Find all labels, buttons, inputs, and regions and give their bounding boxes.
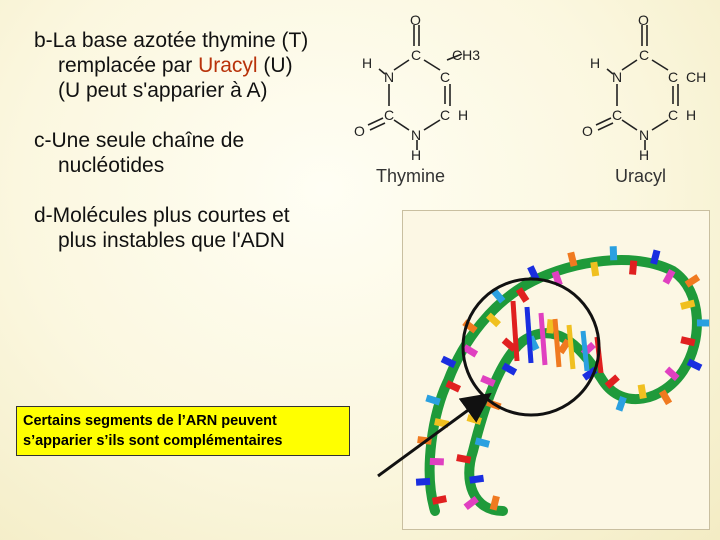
rna-base — [629, 260, 638, 275]
base-pair-rung — [552, 318, 562, 368]
uracyl-atom-o-left: O — [582, 123, 593, 139]
thymine-structure: O H N C C CH3 C H O C N H — [354, 14, 480, 163]
rna-base — [440, 355, 457, 369]
rna-base — [664, 366, 680, 382]
rna-base — [684, 274, 701, 288]
rna-base — [662, 269, 676, 285]
bullet-d-line1: d-Molécules plus courtes et — [34, 204, 290, 227]
uracyl-atom-h-bottom: H — [639, 147, 649, 163]
bullet-c-line1: c-Une seule chaîne de — [34, 129, 245, 152]
rna-strand-drawing — [415, 246, 711, 516]
rna-base — [434, 418, 450, 428]
thymine-atom-n3: N — [411, 127, 421, 143]
rna-base — [480, 374, 496, 387]
rna-backbone — [424, 255, 702, 516]
rna-base — [567, 251, 578, 267]
bullet-d: d-Molécules plus courtes et plus instabl… — [34, 203, 290, 253]
thymine-atom-o-left: O — [354, 123, 365, 139]
thymine-atom-n1: N — [384, 69, 394, 85]
rna-base — [431, 495, 447, 505]
uracyl-highlight: Uracyl — [198, 54, 258, 77]
uracyl-atom-c-top: C — [639, 47, 649, 63]
thymine-atom-h-left: H — [362, 55, 372, 71]
rna-base — [491, 288, 506, 304]
rna-base — [474, 437, 491, 448]
rna-base — [445, 380, 462, 393]
rna-illustration — [402, 210, 711, 530]
base-pair-rung — [524, 306, 534, 364]
rna-base — [590, 261, 600, 277]
uracyl-atom-n3: N — [639, 127, 649, 143]
rna-base — [637, 384, 647, 400]
base-pair-rung — [510, 300, 520, 362]
uracyl-atom-ch-right: CH — [686, 69, 706, 85]
rna-base — [551, 270, 563, 287]
thymine-atom-c-right: C — [440, 69, 450, 85]
uracyl-atom-c-low: C — [668, 107, 678, 123]
rna-base — [609, 246, 618, 261]
thymine-atom-h-bottom: H — [411, 147, 421, 163]
bullet-c: c-Une seule chaîne de nucléotides — [34, 128, 244, 178]
base-pair-rung — [566, 324, 576, 370]
bullet-c-line2: nucléotides — [58, 154, 165, 177]
thymine-atom-c-top: C — [411, 47, 421, 63]
uracyl-atom-n1: N — [612, 69, 622, 85]
bullet-d-line2: plus instables que l'ADN — [58, 229, 285, 252]
rna-base — [469, 474, 485, 484]
uracyl-atom-c-right: C — [668, 69, 678, 85]
uracyl-structure: O H N C C CH C H O C N H — [582, 14, 706, 163]
rna-base — [658, 389, 673, 406]
rna-base — [680, 299, 696, 310]
base-pair-rung — [580, 330, 590, 372]
rna-base — [686, 358, 703, 372]
thymine-atom-o-top: O — [410, 14, 421, 28]
uracyl-atom-h-left: H — [590, 55, 600, 71]
rna-base — [417, 436, 432, 445]
rna-base — [415, 477, 431, 486]
callout-box: Certains segments de l’ARN peuvent s’app… — [16, 406, 350, 456]
rna-base — [462, 344, 479, 358]
thymine-label: Thymine — [376, 166, 446, 186]
pairing-highlight-circle — [461, 277, 601, 417]
bullet-b-line2: remplacée par Uracyl (U) — [58, 54, 293, 77]
rna-base — [489, 495, 500, 511]
uracyl-label: Uracyl — [615, 166, 667, 186]
rna-base — [604, 374, 620, 389]
bullet-b-line3: (U peut s'apparier à A) — [58, 79, 268, 102]
rna-base — [501, 362, 518, 376]
callout-line2: s’apparier s’ils sont complémentaires — [23, 433, 283, 449]
rna-base — [615, 396, 627, 412]
uracyl-atom-h-right: H — [686, 107, 696, 123]
rna-base — [546, 319, 555, 334]
rna-base — [527, 265, 540, 281]
rna-base — [557, 338, 572, 355]
thymine-atom-ch3: CH3 — [452, 47, 480, 63]
rna-base — [501, 337, 517, 352]
rna-base — [463, 495, 479, 511]
bullet-b-line1: b-La base azotée thymine (T) — [34, 29, 309, 52]
uracyl-atom-c-left: C — [612, 107, 622, 123]
rna-base — [485, 312, 501, 328]
thymine-atom-c-low: C — [440, 107, 450, 123]
uracyl-atom-o-top: O — [638, 14, 649, 28]
callout-line1: Certains segments de l’ARN peuvent — [23, 413, 277, 429]
thymine-atom-c-left: C — [384, 107, 394, 123]
bullet-b: b-La base azotée thymine (T) remplacée p… — [34, 28, 308, 103]
rna-base — [425, 394, 441, 406]
rna-base — [466, 414, 482, 425]
rna-base — [680, 336, 696, 347]
rna-base — [650, 249, 661, 265]
rna-base — [429, 457, 444, 466]
rna-base — [456, 454, 472, 464]
rna-base — [515, 287, 530, 303]
base-pair-rung — [538, 312, 548, 366]
thymine-atom-h-right: H — [458, 107, 468, 123]
